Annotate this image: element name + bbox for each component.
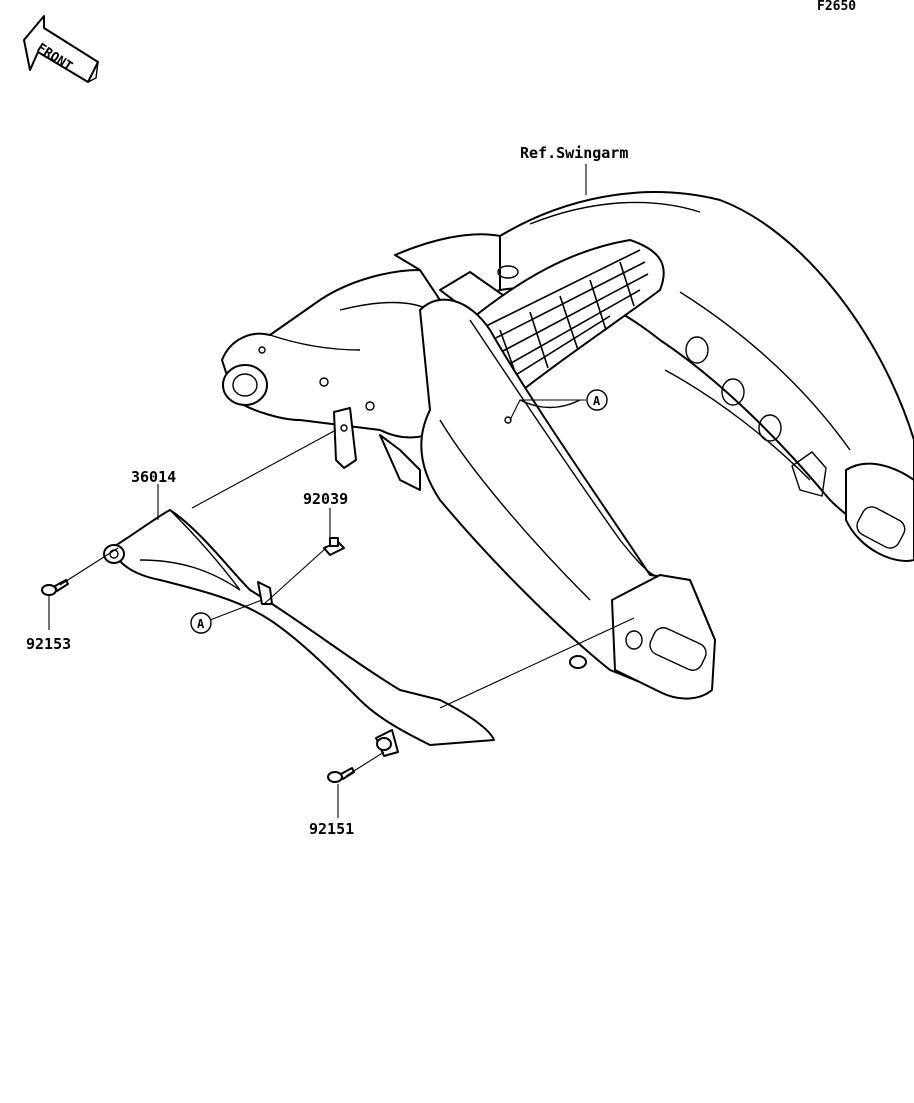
callout-circle-icon: A (586, 389, 608, 411)
bolt-icon (327, 767, 355, 783)
part-number-36014: 36014 (131, 468, 176, 486)
swingarm (221, 191, 914, 700)
callout-a-swingarm: A (593, 394, 601, 408)
part-number-92039: 92039 (303, 490, 348, 508)
chain-guard (103, 509, 495, 757)
diagram-code: F2650 (817, 0, 856, 14)
callout-a-guard: A (197, 617, 205, 631)
reference-label: Ref.Swingarm (520, 144, 628, 162)
mesh-pattern (477, 249, 649, 389)
part-number-92151: 92151 (309, 820, 354, 838)
bolt-icon (323, 537, 345, 556)
part-number-92153: 92153 (26, 635, 71, 653)
callout-circle-icon: A (190, 612, 212, 634)
bolt-icon (41, 579, 69, 596)
front-arrow-icon: FRONT (23, 15, 99, 83)
